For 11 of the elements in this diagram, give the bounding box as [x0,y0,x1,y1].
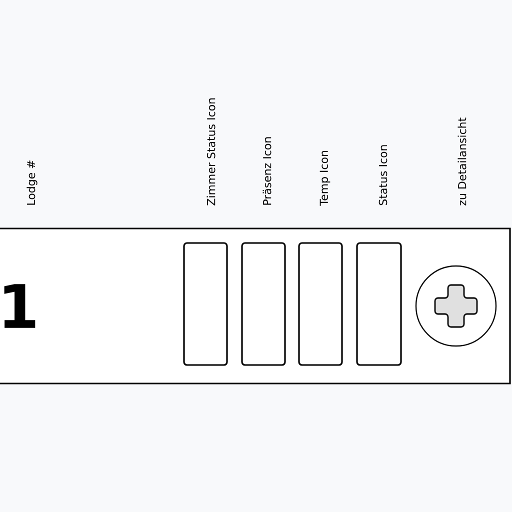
icon-placeholder-box [298,242,343,366]
icon-placeholder-box [241,242,286,366]
column-heading: Temp Icon [320,150,330,206]
column-heading: Status Icon [378,145,388,206]
column-heading: Zimmer Status Icon [206,98,216,206]
plus-button [415,265,497,347]
icon-placeholder-box [356,242,402,366]
icon-placeholder-box [183,242,228,366]
column-heading: Lodge # [26,160,38,205]
column-heading: zu Detailansicht [458,118,466,206]
column-heading: Präsenz Icon [262,137,272,205]
